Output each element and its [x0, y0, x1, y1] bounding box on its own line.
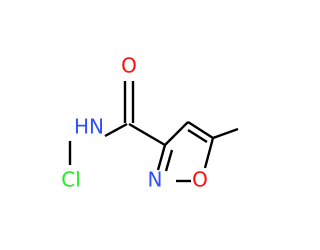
molecule-diagram: O HN Cl N O [61, 53, 239, 192]
atom-label-amide-nitrogen: HN [74, 115, 104, 139]
bond-c5-methyl [212, 127, 239, 140]
structure-drawing: O HN Cl N O [61, 54, 239, 192]
atom-labels: O HN Cl N O [61, 54, 208, 192]
atom-label-carbonyl-oxygen: O [121, 54, 137, 78]
bond-n2-c3 [156, 144, 167, 171]
bond-c3-c4 [164, 121, 189, 146]
bond-c4-c5-inner [187, 128, 208, 144]
bond-c4-c5 [187, 120, 214, 140]
bond-amide-c-n [104, 122, 128, 138]
bonds [68, 81, 239, 183]
atom-label-ring-nitrogen: N [148, 168, 163, 192]
atom-label-ring-oxygen: O [192, 168, 208, 192]
bond-c5-o1 [203, 137, 215, 169]
atom-label-chlorine: Cl [61, 168, 81, 192]
bond-n2-c3-inner [164, 149, 174, 172]
bond-amide-c-ring [128, 122, 166, 147]
